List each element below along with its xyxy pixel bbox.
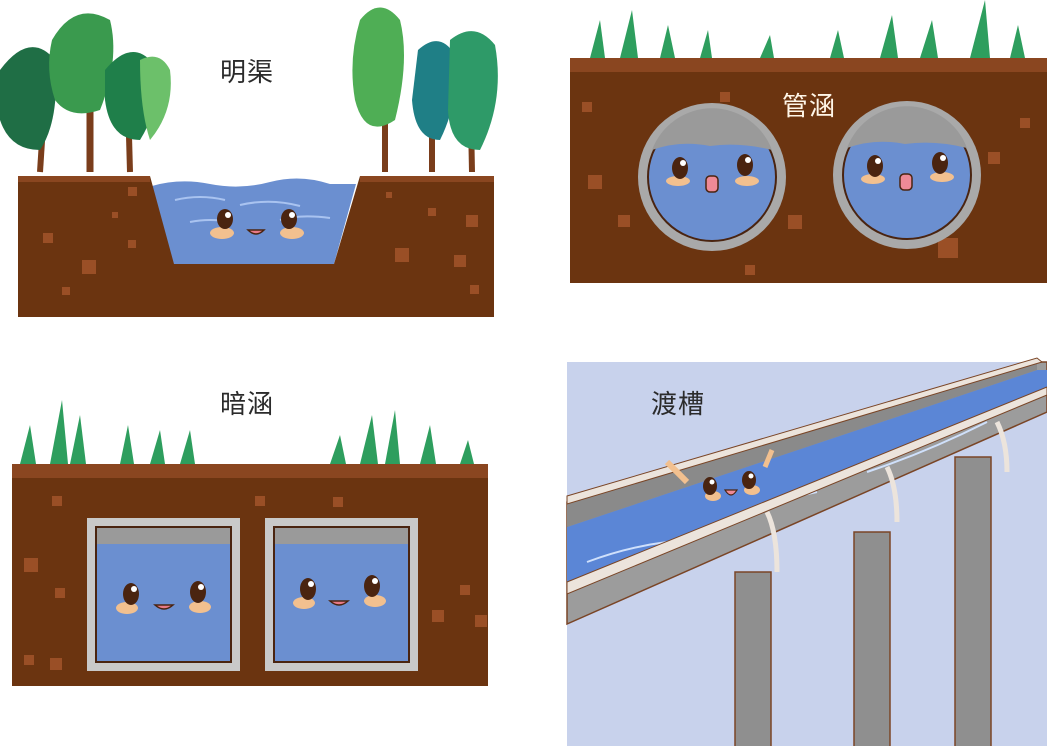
panel-open-channel: 明渠 [0, 0, 520, 330]
smiling-face-icon [293, 575, 386, 609]
pipe-culvert-illustration [570, 0, 1047, 283]
grass-icon [590, 0, 1025, 58]
label-pipe-culvert: 管涵 [782, 92, 837, 122]
smiling-face-icon [666, 154, 759, 193]
trees-left-icon [0, 13, 171, 173]
smiling-face-icon [861, 152, 954, 191]
label-box-culvert: 暗涵 [220, 390, 275, 420]
panel-box-culvert: 暗涵 [0, 370, 500, 690]
panel-pipe-culvert: 管涵 [560, 0, 1047, 300]
smiling-face-icon [116, 581, 211, 614]
swimming-face-icon [664, 449, 775, 501]
grass-icon [20, 400, 474, 464]
panel-aqueduct: 渡槽 [566, 357, 1047, 746]
aqueduct-illustration [566, 357, 1047, 746]
open-channel-illustration [0, 7, 498, 317]
box-left [87, 518, 240, 671]
smiling-face-icon [210, 209, 304, 239]
box-right [265, 518, 418, 671]
box-culvert-illustration [12, 400, 488, 686]
trees-right-icon [352, 7, 498, 173]
label-aqueduct: 渡槽 [651, 390, 706, 420]
aqueduct-joints [764, 420, 1010, 573]
label-open-channel: 明渠 [220, 58, 275, 88]
aqueduct-pillars [734, 456, 992, 746]
soil-clods [43, 187, 479, 295]
